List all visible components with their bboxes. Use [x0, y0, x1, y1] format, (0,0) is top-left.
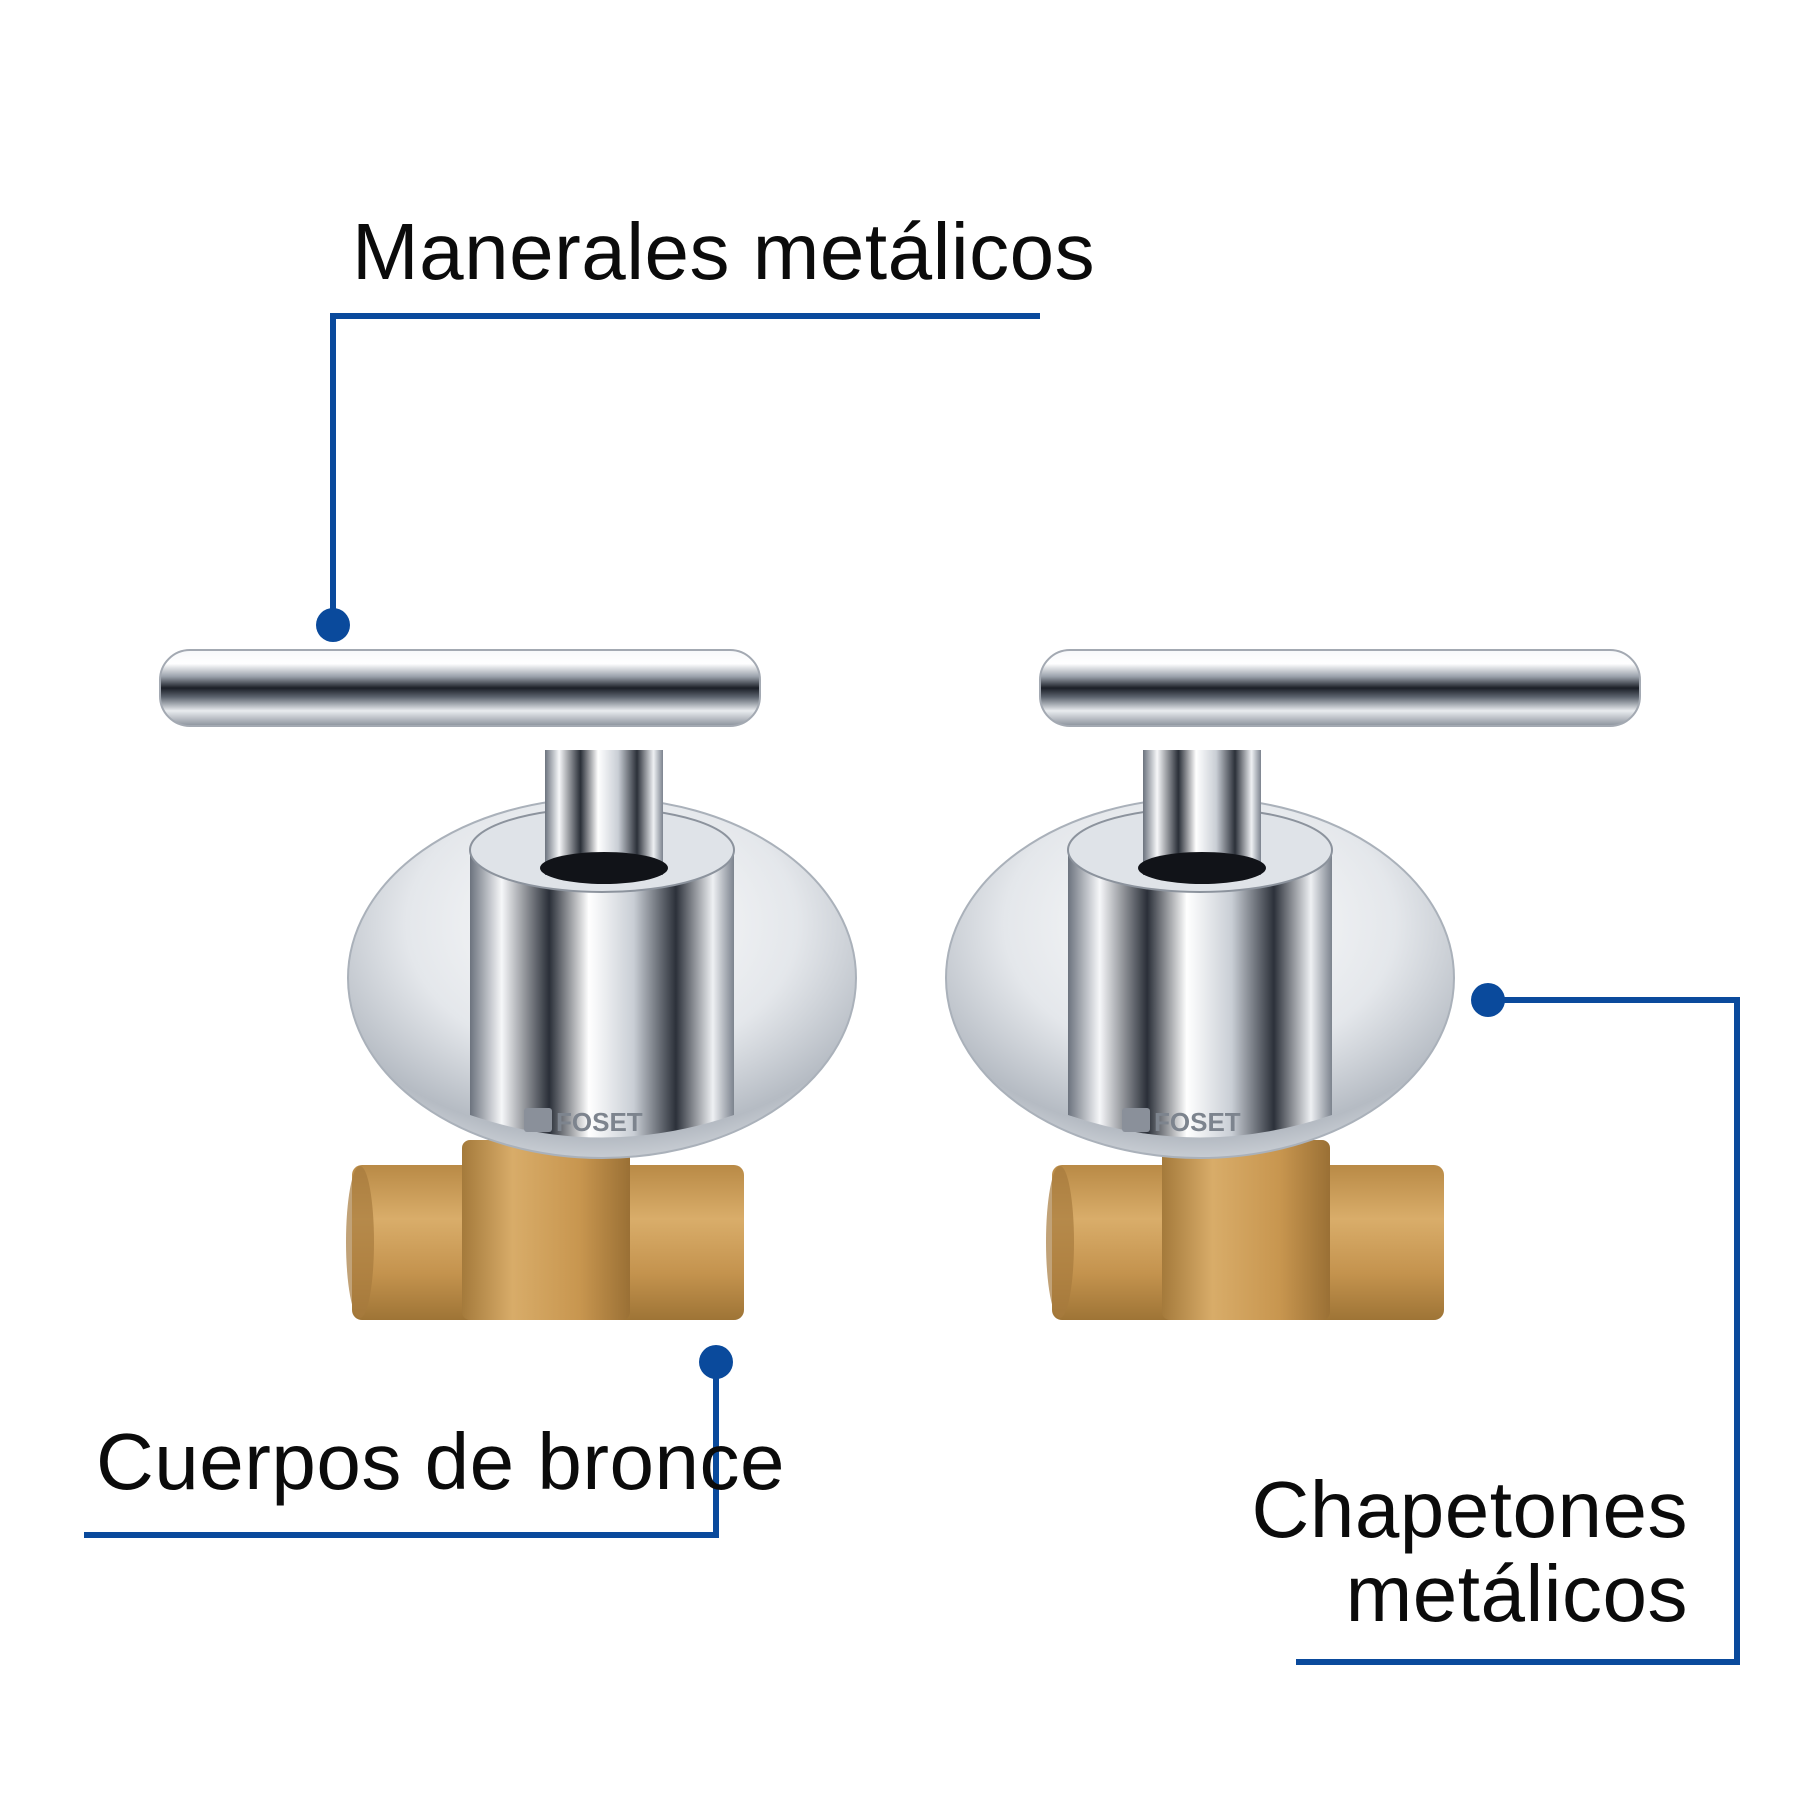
valve-left: FOSET [159, 649, 857, 1320]
chrome-bonnet-left [470, 850, 734, 1138]
brass-stem-left [462, 1140, 630, 1320]
chrome-bonnet-right [1068, 850, 1332, 1138]
callout-line-handles [330, 313, 1040, 625]
callout-lines [84, 313, 1740, 1665]
chrome-handle-right [1039, 649, 1641, 727]
valve-right: FOSET [945, 649, 1641, 1320]
callout-label-plates: Chapetones metálicos [1252, 1468, 1688, 1636]
callout-label-plates-line1: Chapetones [1251, 1465, 1688, 1554]
foset-logo-left: FOSET [524, 1107, 643, 1137]
chrome-handle-left [159, 649, 761, 727]
svg-text:FOSET: FOSET [556, 1107, 643, 1137]
callout-line-bodies [84, 1352, 719, 1538]
callout-line-plates [1296, 997, 1740, 1665]
callout-label-handles: Manerales metálicos [352, 207, 1096, 296]
callout-dot-plates [1471, 983, 1505, 1017]
foset-logo-right: FOSET [1122, 1107, 1241, 1137]
svg-text:FOSET: FOSET [1154, 1107, 1241, 1137]
brass-stem-right [1162, 1140, 1330, 1320]
callout-dot-handles [316, 608, 350, 642]
callout-label-bodies: Cuerpos de bronce [96, 1417, 785, 1506]
callout-dot-bodies [699, 1345, 733, 1379]
callout-label-plates-line2: metálicos [1345, 1549, 1688, 1638]
